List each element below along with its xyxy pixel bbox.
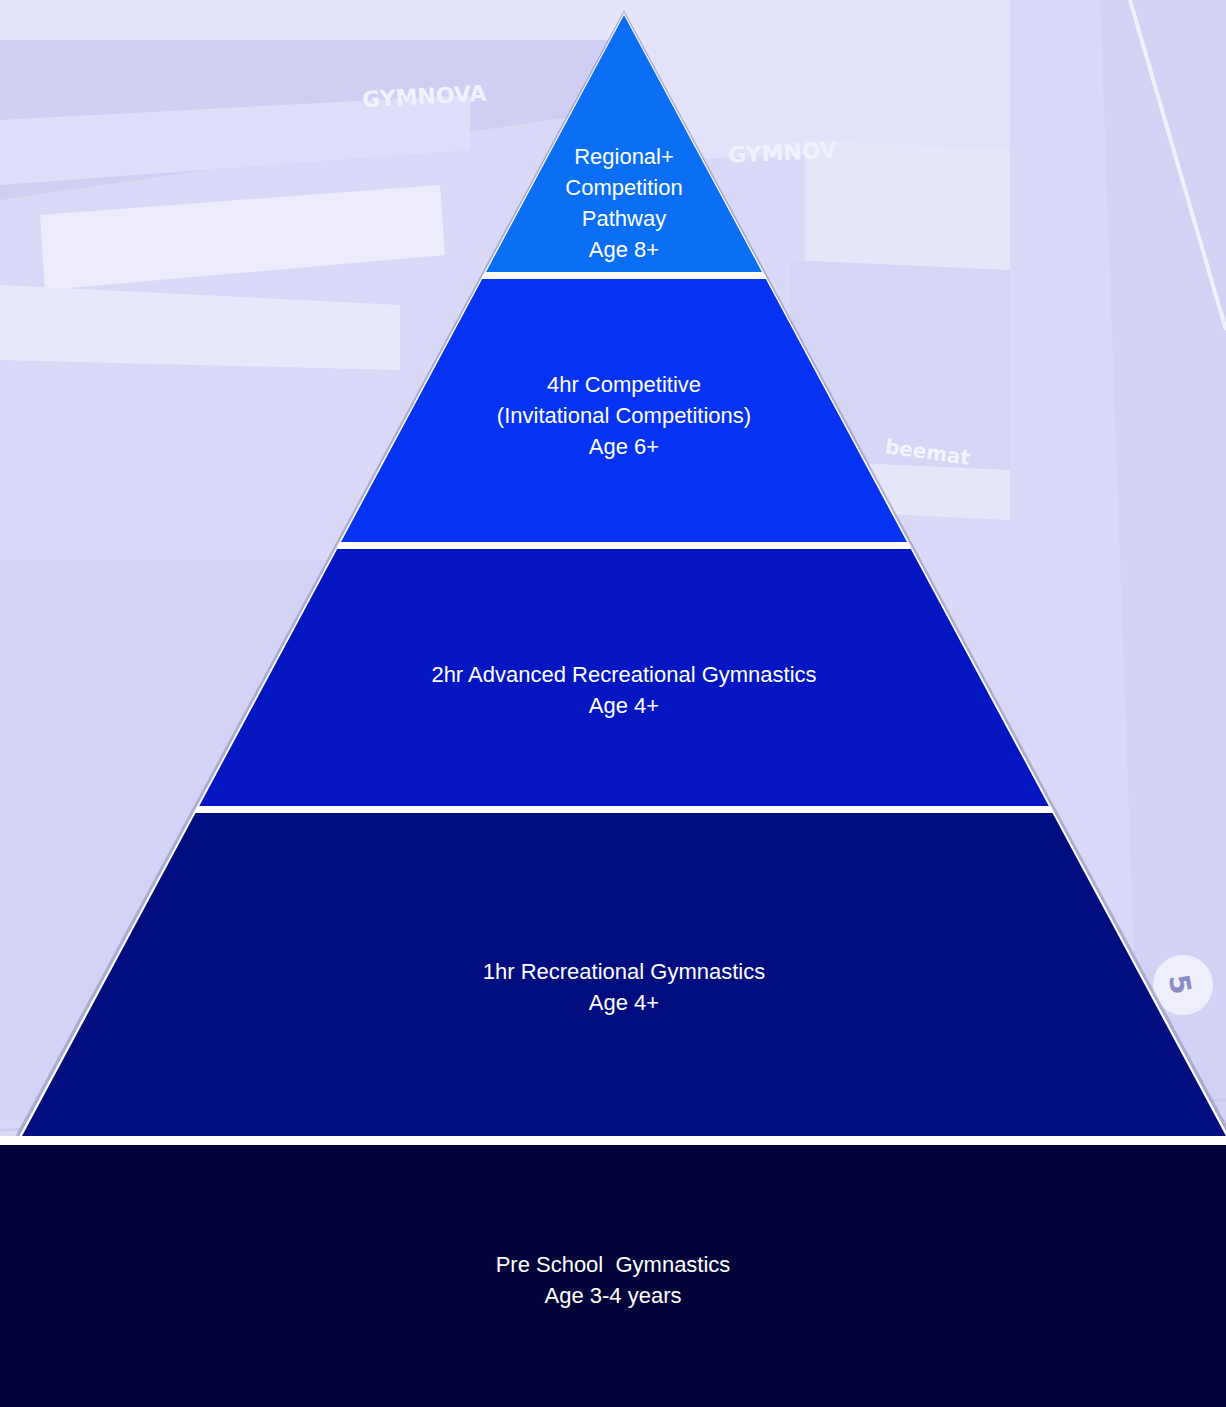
band-text: Pre School GymnasticsAge 3-4 years [313,1249,913,1311]
age-range: Age 8+ [549,234,699,265]
band-shape [485,15,763,272]
band-fill [199,549,1049,806]
pyramid-band: 1hr Recreational GymnasticsAge 4+ [22,813,1226,1136]
age-range: Age 4+ [324,987,924,1018]
pyramid-band: Pre School GymnasticsAge 3-4 years [0,1145,1226,1407]
band-text: Regional+ Competition PathwayAge 8+ [549,141,699,265]
age-range: Age 3-4 years [313,1280,913,1311]
band-fill [341,279,907,542]
band-fill [22,813,1226,1136]
level-name: 1hr Recreational Gymnastics [324,956,924,987]
band-text: 4hr Competitive (Invitational Competitio… [493,369,755,462]
level-name: 4hr Competitive (Invitational Competitio… [493,369,755,431]
level-name: 2hr Advanced Recreational Gymnastics [324,659,924,690]
band-fill [0,1145,1226,1407]
pyramid-band: 4hr Competitive (Invitational Competitio… [341,279,907,542]
age-range: Age 4+ [324,690,924,721]
level-name: Pre School Gymnastics [313,1249,913,1280]
age-range: Age 6+ [493,431,755,462]
pyramid-band: 2hr Advanced Recreational GymnasticsAge … [199,549,1049,806]
pyramid-band: Regional+ Competition PathwayAge 8+ [485,15,763,272]
band-text: 2hr Advanced Recreational GymnasticsAge … [324,659,924,721]
level-name: Regional+ Competition Pathway [549,141,699,234]
band-fill [486,15,762,272]
band-text: 1hr Recreational GymnasticsAge 4+ [324,956,924,1018]
